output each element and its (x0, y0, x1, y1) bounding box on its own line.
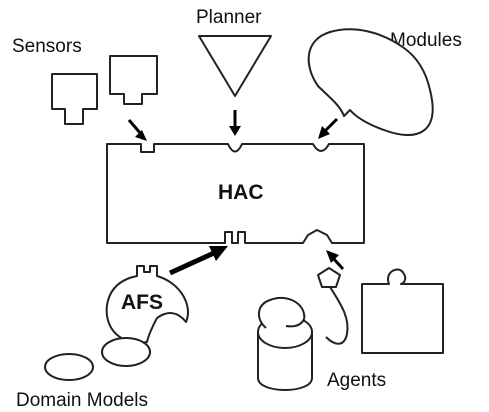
agent-cylinder (258, 298, 312, 390)
planner-to-hac-arrow (229, 110, 241, 136)
sensor-shape-2 (110, 56, 157, 104)
agent-connector-pentagon (318, 268, 340, 287)
modules-to-hac-arrow (318, 119, 337, 139)
agent-link-curve (326, 287, 348, 344)
sensor-to-hac-arrow (129, 120, 147, 141)
sensors-label: Sensors (12, 36, 82, 57)
domain-models-label: Domain Models (16, 390, 148, 411)
sensor-shape-1 (52, 74, 97, 124)
agent-box (362, 269, 443, 353)
domain-model-ellipse-1 (45, 354, 93, 380)
afs-to-hac-arrow (170, 246, 228, 273)
planner-label: Planner (196, 7, 262, 28)
planner-triangle (199, 36, 271, 96)
agents-to-hac-arrow (326, 250, 343, 269)
agents-label: Agents (327, 370, 386, 391)
hac-label: HAC (218, 181, 264, 204)
domain-model-ellipse-2 (102, 338, 150, 366)
afs-label: AFS (121, 291, 163, 314)
